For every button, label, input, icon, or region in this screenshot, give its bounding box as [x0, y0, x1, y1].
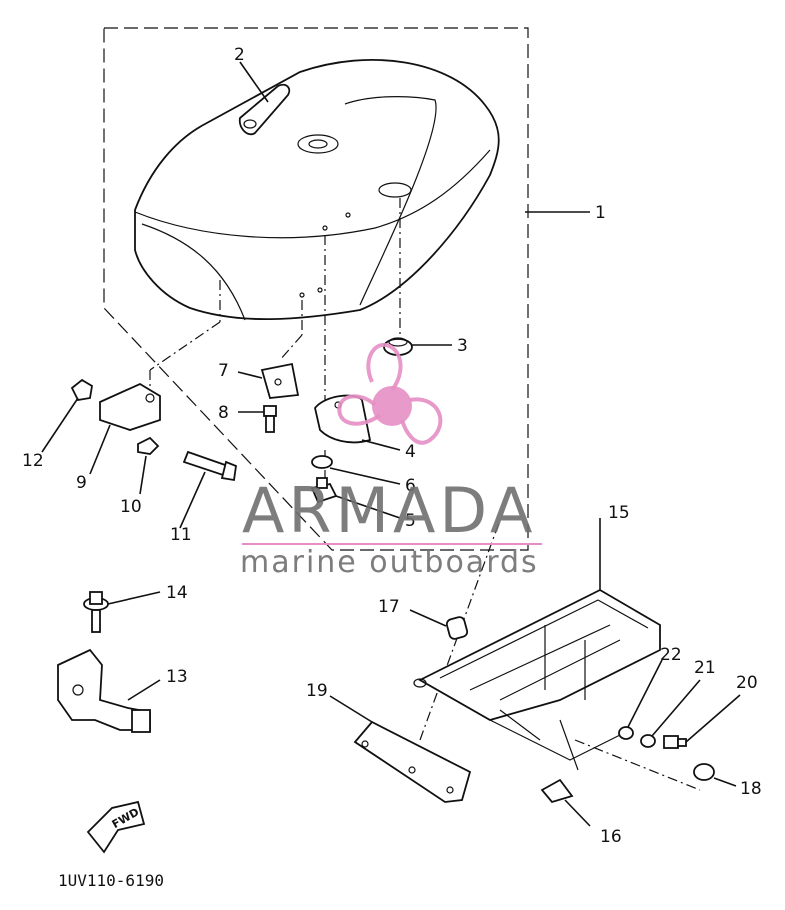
seat-stay-part	[99, 382, 161, 431]
long-bolt-part	[182, 450, 237, 482]
callout-16: 16	[600, 827, 622, 847]
callout-5: 5	[405, 511, 416, 531]
seat-part	[134, 58, 500, 321]
carrier-plate-part	[540, 778, 574, 804]
callout-7: 7	[218, 361, 229, 381]
callout-13: 13	[166, 667, 188, 687]
carrier-cover-part	[353, 720, 472, 803]
callout-3: 3	[457, 336, 468, 356]
callout-9: 9	[76, 473, 87, 493]
end-cap-part	[693, 763, 715, 781]
callout-2: 2	[234, 45, 245, 65]
armada-watermark: ARMADA marine outboards	[240, 342, 542, 580]
callout-19: 19	[306, 681, 328, 701]
callout-12: 12	[22, 451, 44, 471]
drawing-code: 1UV110-6190	[58, 871, 164, 890]
callout-15: 15	[608, 503, 630, 523]
seat-hook-part	[238, 83, 291, 136]
callout-14: 14	[166, 583, 188, 603]
callout-6: 6	[405, 476, 416, 496]
handle-bracket-part	[57, 648, 151, 733]
assembly-boundary	[103, 27, 529, 551]
callout-11: 11	[170, 525, 192, 545]
callout-22: 22	[660, 645, 682, 665]
short-bolt-part	[263, 405, 277, 433]
propeller-hub	[372, 386, 412, 426]
callout-4: 4	[405, 442, 416, 462]
callout-17: 17	[378, 597, 400, 617]
collar-part	[618, 726, 634, 740]
reference-lines	[149, 198, 701, 791]
callout-8: 8	[218, 403, 229, 423]
spring-washer-part	[640, 734, 656, 748]
watermark-tagline: marine outboards	[240, 545, 539, 580]
watermark-brand: ARMADA	[242, 474, 536, 547]
flange-nut-part	[137, 436, 160, 455]
callout-1: 1	[595, 203, 606, 223]
callout-10: 10	[120, 497, 142, 517]
carrier-bolt-part	[663, 735, 687, 749]
callout-21: 21	[694, 658, 716, 678]
washer-part	[311, 455, 333, 469]
leader-lines	[41, 61, 741, 827]
small-bracket-part	[260, 362, 300, 399]
callout-18: 18	[740, 779, 762, 799]
propeller-logo	[337, 342, 443, 445]
flange-bolt-part	[83, 591, 109, 633]
rear-carrier-part	[413, 588, 661, 771]
cap-nut-part	[70, 378, 93, 401]
callout-20: 20	[736, 673, 758, 693]
forward-direction-arrow: FWD	[86, 800, 146, 854]
carrier-cap-part	[445, 616, 469, 640]
callout-numbers: 2 1 3 4 6 5 7 8 12 9 10 11 14 13 15 17 1…	[22, 45, 762, 847]
